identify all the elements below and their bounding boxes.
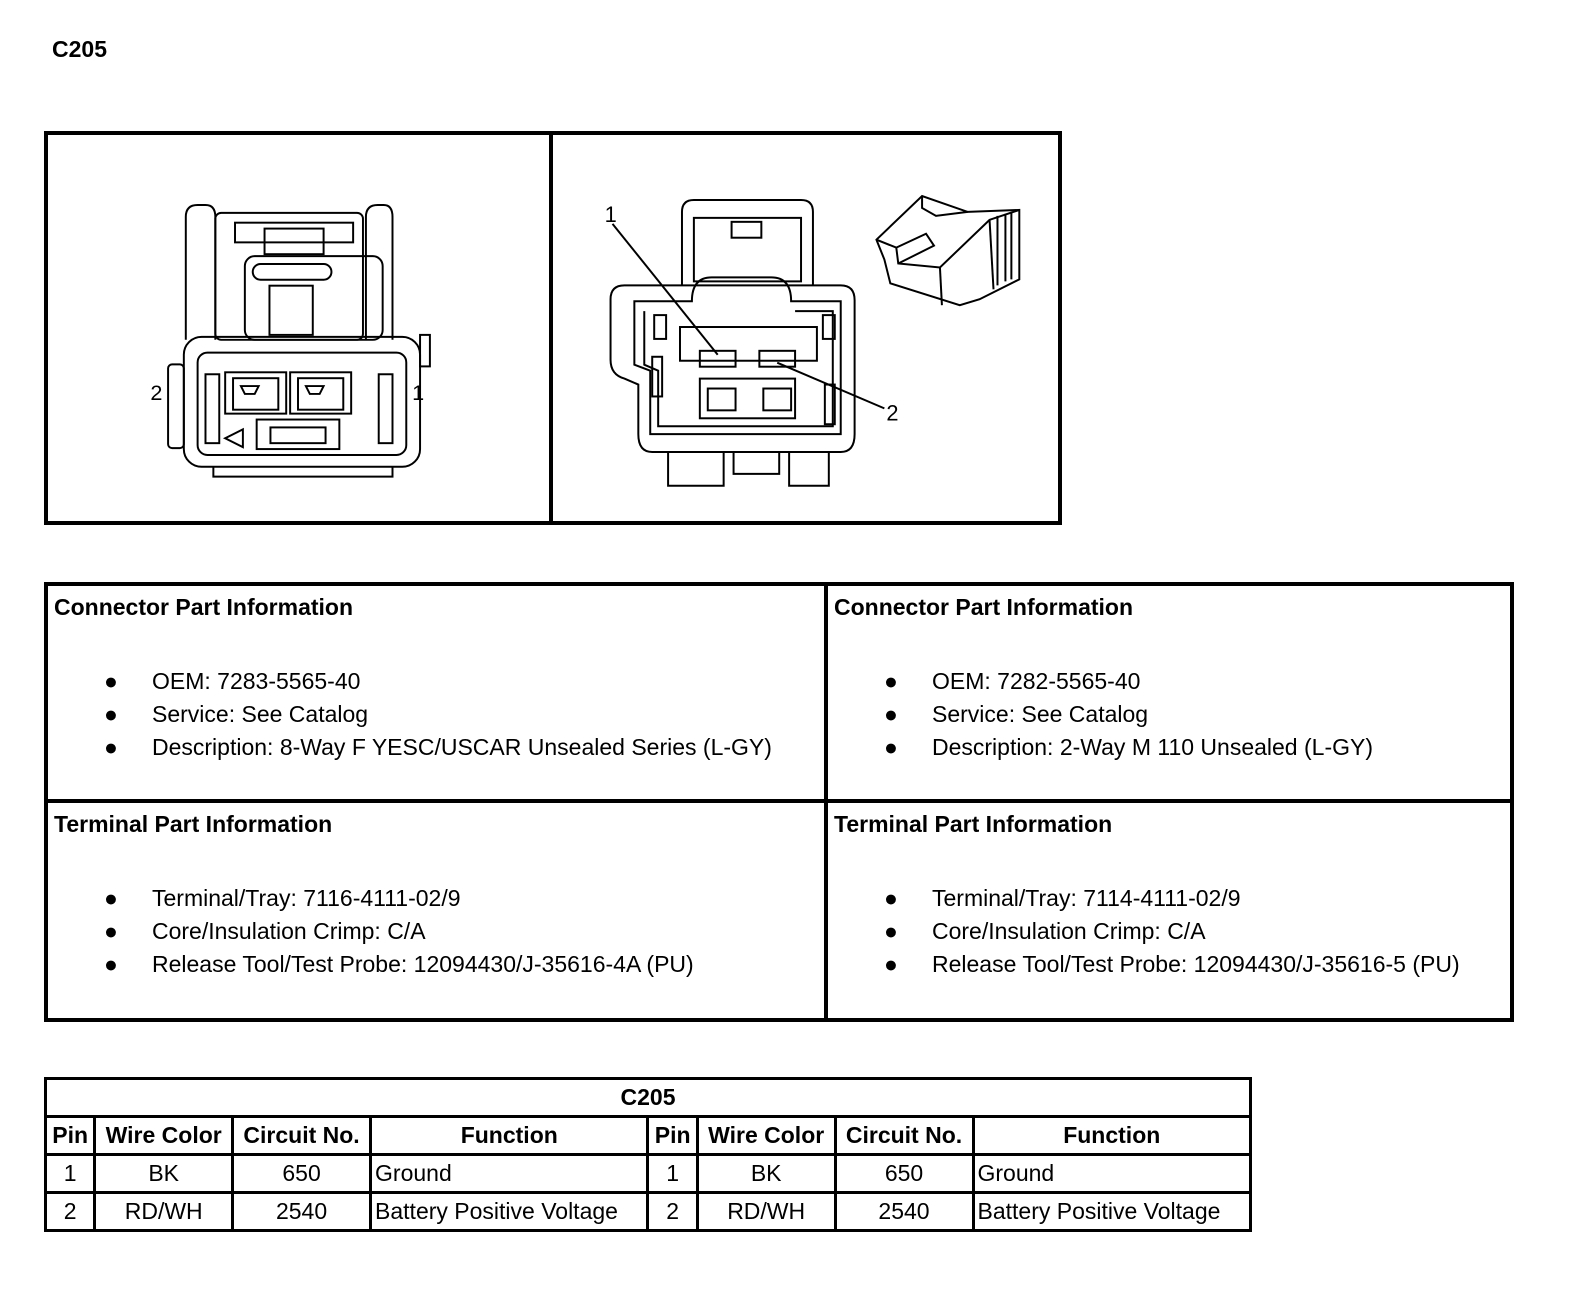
bullet-icon: ● (884, 918, 898, 944)
connector-figure-box: 2 1 (44, 131, 1062, 525)
table-header-row: Pin Wire Color Circuit No. Function Pin … (43, 1115, 1252, 1156)
bullet-icon: ● (884, 734, 898, 760)
table-cell: BK (93, 1153, 235, 1194)
bullet-icon: ● (104, 668, 118, 694)
table-cell: Battery Positive Voltage (369, 1191, 650, 1232)
table-cell: RD/WH (93, 1191, 235, 1232)
male-connector-view: 1 2 (553, 135, 1058, 521)
list-item: ● Release Tool/Test Probe: 12094430/J-356… (54, 948, 818, 981)
connector-part-info-left: Connector Part Information ● OEM: 7283-55… (47, 585, 827, 802)
item-text: Release Tool/Test Probe: 12094430/J-3561… (932, 951, 1460, 977)
bullet-icon: ● (104, 885, 118, 911)
terminal-part-info-left: Terminal Part Information ● Terminal/Tray… (47, 802, 827, 1019)
info-list: ● Terminal/Tray: 7114-4111-02/9 ● Core/Ins… (834, 882, 1504, 981)
table-cell: Ground (971, 1153, 1252, 1194)
table-cell: 1 (43, 1153, 97, 1194)
info-list: ● Terminal/Tray: 7116-4111-02/9 ● Core/Ins… (54, 882, 818, 981)
item-text: Core/Insulation Crimp: C/A (152, 918, 426, 944)
column-header: Circuit No. (231, 1115, 373, 1156)
item-text: OEM: 7283-5565-40 (152, 668, 361, 694)
list-item: ● Release Tool/Test Probe: 12094430/J-356… (834, 948, 1504, 981)
list-item: ● Terminal/Tray: 7114-4111-02/9 (834, 882, 1504, 915)
terminal-part-info-right: Terminal Part Information ● Terminal/Tray… (827, 802, 1511, 1019)
list-item: ● OEM: 7283-5565-40 (54, 665, 818, 698)
item-text: Service: See Catalog (932, 701, 1149, 727)
female-connector-view: 2 1 (48, 135, 553, 521)
table-caption: C205 (44, 1077, 1252, 1118)
info-list: ● OEM: 7282-5565-40 ● Service: See Catalog… (834, 665, 1504, 764)
table-row: 1 BK 650 Ground 1 BK 650 Ground (43, 1153, 1252, 1194)
column-header: Pin (646, 1115, 699, 1156)
info-list: ● OEM: 7283-5565-40 ● Service: See Catalog… (54, 665, 818, 764)
list-item: ● Core/Insulation Crimp: C/A (834, 915, 1504, 948)
section-heading: Terminal Part Information (54, 811, 333, 837)
table-cell: Battery Positive Voltage (971, 1191, 1252, 1232)
list-item: ● Terminal/Tray: 7116-4111-02/9 (54, 882, 818, 915)
pin-label-2: 2 (150, 380, 162, 405)
item-text: Terminal/Tray: 7114-4111-02/9 (932, 885, 1241, 911)
pin-label-2: 2 (886, 400, 898, 425)
male-connector-drawing: 1 2 (605, 194, 1021, 487)
item-text: Description: 8-Way F YESC/USCAR Unsealed… (152, 734, 772, 760)
section-heading: Connector Part Information (54, 594, 354, 620)
item-text: Release Tool/Test Probe: 12094430/J-3561… (152, 951, 694, 977)
list-item: ● Service: See Catalog (834, 698, 1504, 731)
section-heading: Terminal Part Information (834, 811, 1113, 837)
bullet-icon: ● (104, 918, 118, 944)
item-text: Service: See Catalog (152, 701, 369, 727)
list-item: ● Service: See Catalog (54, 698, 818, 731)
pin-label-1: 1 (412, 380, 424, 405)
column-header: Wire Color (93, 1115, 235, 1156)
column-header: Pin (43, 1115, 97, 1156)
item-text: Core/Insulation Crimp: C/A (932, 918, 1206, 944)
item-text: Terminal/Tray: 7116-4111-02/9 (152, 885, 461, 911)
connector-part-info-right: Connector Part Information ● OEM: 7282-55… (827, 585, 1511, 802)
table-caption-row: C205 (44, 1077, 1252, 1118)
bullet-icon: ● (104, 734, 118, 760)
pin-label-1: 1 (605, 202, 617, 227)
bullet-icon: ● (884, 951, 898, 977)
list-item: ● Core/Insulation Crimp: C/A (54, 915, 818, 948)
table-cell: RD/WH (695, 1191, 837, 1232)
part-information-grid: Connector Part Information ● OEM: 7283-55… (44, 582, 1514, 1022)
bullet-icon: ● (104, 701, 118, 727)
column-header: Wire Color (695, 1115, 837, 1156)
table-cell: 650 (833, 1153, 975, 1194)
list-item: ● OEM: 7282-5565-40 (834, 665, 1504, 698)
list-item: ● Description: 8-Way F YESC/USCAR Unseale… (54, 731, 818, 764)
table-cell: 1 (646, 1153, 699, 1194)
table-cell: Ground (369, 1153, 650, 1194)
table-cell: 2540 (231, 1191, 373, 1232)
item-text: Description: 2-Way M 110 Unsealed (L-GY) (932, 734, 1373, 760)
table-cell: 2 (646, 1191, 699, 1232)
table-row: 2 RD/WH 2540 Battery Positive Voltage 2 … (43, 1191, 1252, 1232)
bullet-icon: ● (884, 701, 898, 727)
female-connector-drawing: 2 1 (150, 203, 431, 478)
bullet-icon: ● (884, 885, 898, 911)
page-title: C205 (52, 36, 107, 62)
table-cell: 2540 (833, 1191, 975, 1232)
bullet-icon: ● (884, 668, 898, 694)
table-cell: 650 (231, 1153, 373, 1194)
section-heading: Connector Part Information (834, 594, 1134, 620)
table-cell: 2 (43, 1191, 97, 1232)
bullet-icon: ● (104, 951, 118, 977)
column-header: Circuit No. (833, 1115, 975, 1156)
column-header: Function (971, 1115, 1252, 1156)
column-header: Function (369, 1115, 650, 1156)
pinout-table: C205 Pin Wire Color Circuit No. Function… (43, 1077, 1252, 1232)
list-item: ● Description: 2-Way M 110 Unsealed (L-GY… (834, 731, 1504, 764)
table-cell: BK (695, 1153, 837, 1194)
item-text: OEM: 7282-5565-40 (932, 668, 1141, 694)
